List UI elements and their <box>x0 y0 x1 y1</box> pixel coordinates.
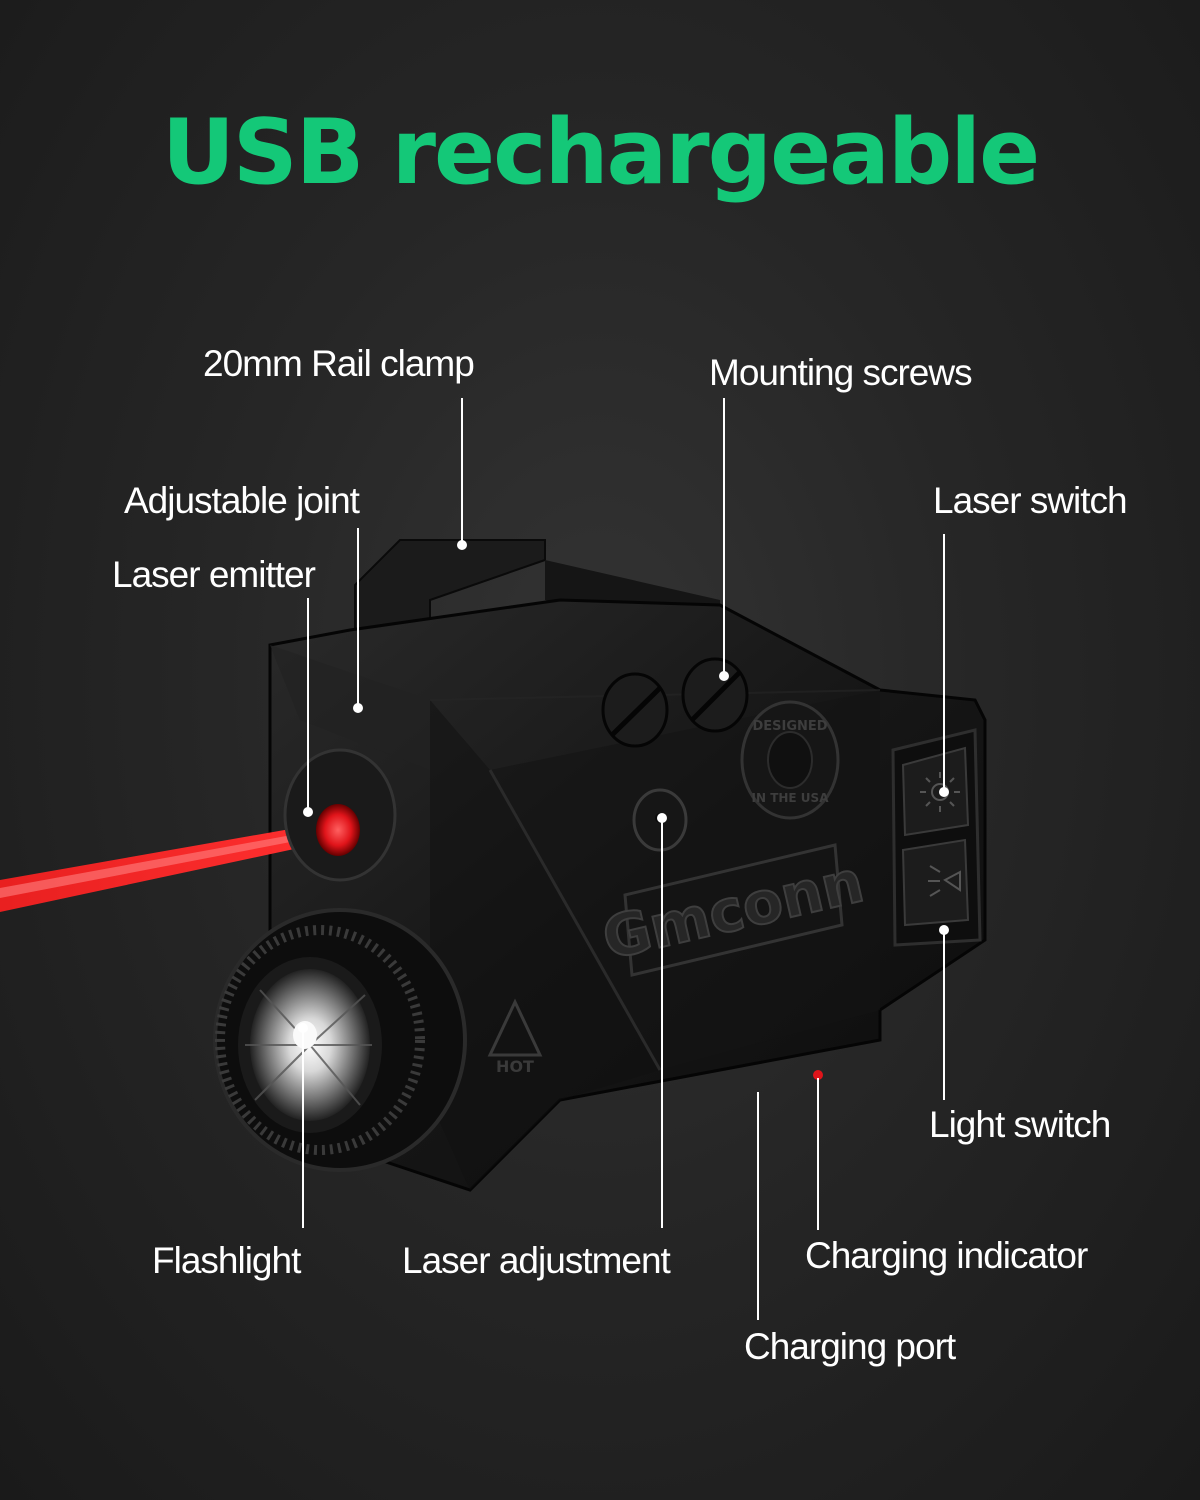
laser-switch-icon <box>920 772 960 812</box>
adjustable-joint-dot <box>353 703 363 713</box>
page-title: USB rechargeable <box>161 100 1040 205</box>
light-switch-icon <box>928 865 961 897</box>
laser-beam <box>0 822 336 912</box>
hot-warning-icon: HOT <box>487 998 543 1076</box>
switch-panel <box>891 728 982 947</box>
laser-emitter-shape <box>283 748 397 882</box>
label-light-switch: Light switch <box>929 1104 1111 1145</box>
designed-badge: DESIGNED IN THE USA <box>740 700 840 820</box>
label-laser-switch: Laser switch <box>933 480 1128 521</box>
laser-adjustment-dot <box>657 813 667 823</box>
label-mounting-screws: Mounting screws <box>709 352 973 393</box>
hot-mark-text: HOT <box>496 1057 534 1076</box>
light-switch-dot <box>939 925 949 935</box>
badge-bottom-text: IN THE USA <box>752 791 830 805</box>
rail-clamp-dot <box>457 540 467 550</box>
flashlight-head <box>213 908 467 1172</box>
mounting-screws-dot <box>719 671 729 681</box>
label-charging-port: Charging port <box>744 1326 956 1367</box>
badge-top-text: DESIGNED <box>752 719 827 734</box>
charging-indicator-led <box>813 1070 823 1080</box>
callout-lines <box>298 398 949 1320</box>
flashlight-dot <box>298 1023 308 1033</box>
label-adjustable-joint: Adjustable joint <box>124 480 360 521</box>
label-charging-indicator: Charging indicator <box>805 1235 1088 1276</box>
laser-emitter-dot <box>303 807 313 817</box>
label-flashlight: Flashlight <box>152 1240 301 1281</box>
label-laser-adjustment: Laser adjustment <box>402 1240 671 1281</box>
laser-switch-dot <box>939 787 949 797</box>
mounting-screws-shape <box>601 657 749 748</box>
label-rail-clamp: 20mm Rail clamp <box>203 343 475 384</box>
label-laser-emitter: Laser emitter <box>112 554 316 595</box>
